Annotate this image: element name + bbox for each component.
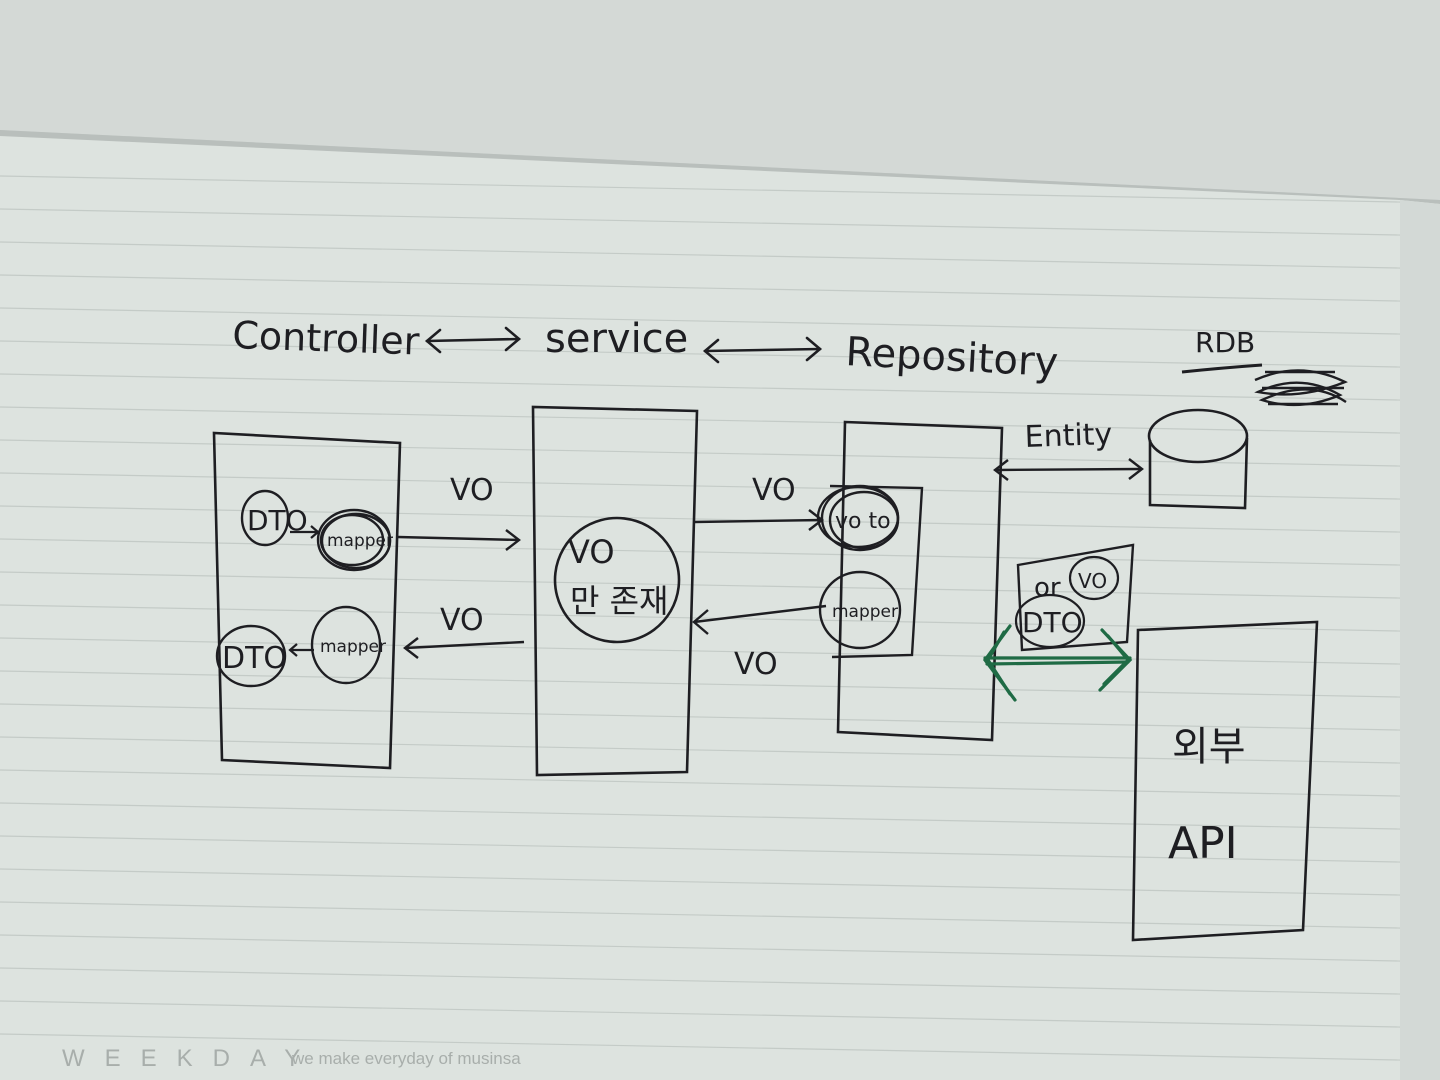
ruled-line (0, 274, 1401, 302)
scribble-mark (1254, 369, 1348, 407)
label-vo-service-to-repo: VO (752, 473, 796, 508)
ruled-line (0, 406, 1401, 434)
label-vo-repo-to-service: VO (734, 647, 778, 682)
arrow-repository-to-service (692, 604, 827, 635)
ruled-line (0, 967, 1401, 995)
service-box (531, 405, 699, 777)
ruled-line (0, 175, 1401, 203)
ruled-lines (0, 175, 1401, 1061)
ruled-line (0, 736, 1401, 764)
controller-mapper-bottom: mapper (320, 637, 386, 657)
ruled-line (0, 802, 1401, 830)
ruled-line (0, 439, 1401, 467)
repository-inner-box (829, 484, 924, 659)
header-rdb: RDB (1195, 326, 1255, 359)
ruled-line (0, 538, 1401, 566)
dto-circle-bottom (215, 624, 287, 688)
ruled-line (0, 934, 1401, 962)
adapter-dto-circle (1014, 593, 1086, 649)
header-controller: Controller (232, 313, 421, 364)
external-line1: 외부 (1172, 724, 1246, 770)
ruled-line (0, 769, 1401, 797)
notebook-page (0, 136, 1440, 1080)
ruled-line (0, 703, 1401, 731)
service-subtitle: 만 존재 (570, 582, 669, 620)
ruled-line (0, 208, 1401, 236)
repository-mapper-circle (818, 570, 902, 650)
dto-circle-top (240, 489, 290, 547)
repository-vo-to: vo to (835, 509, 891, 534)
arrow-entity (993, 458, 1144, 481)
adapter-dto: DTO (1022, 606, 1083, 639)
ruled-line (0, 835, 1401, 863)
adapter-or: or (1034, 573, 1061, 603)
rdb-underline (1181, 363, 1263, 374)
repository-mapper: mapper (832, 602, 898, 622)
ruled-line (0, 637, 1401, 665)
ruled-line (0, 901, 1401, 929)
arrow-controller-service (424, 326, 522, 354)
label-entity: Entity (1024, 417, 1113, 455)
ruled-line (0, 340, 1401, 368)
arrow-mapper-to-dto (288, 643, 314, 657)
controller-dto-bottom: DTO (222, 641, 287, 676)
ruled-line (0, 241, 1401, 269)
mapper-circle-top (316, 508, 392, 572)
arrow-controller-to-service (397, 529, 521, 551)
external-api-box (1131, 620, 1319, 942)
mapper-circle-bottom (310, 605, 382, 685)
arrow-service-repository (702, 336, 823, 364)
ruled-line (0, 670, 1401, 698)
ruled-line (0, 472, 1401, 500)
service-vo: VO (568, 533, 615, 571)
vo-to-circle (816, 484, 900, 552)
adapter-box (1016, 543, 1135, 652)
header-service: service (545, 316, 688, 362)
ruled-line (0, 373, 1401, 401)
arrow-external-green (983, 624, 1133, 702)
footer-tagline: we make everyday of musinsa (291, 1049, 521, 1068)
rdb-cylinder-icon (1147, 408, 1249, 510)
ruled-line (0, 1000, 1401, 1028)
ruled-line (0, 505, 1401, 533)
header-repository: Repository (844, 329, 1059, 386)
adapter-vo-circle (1068, 555, 1120, 601)
arrow-service-to-controller (403, 637, 525, 659)
ruled-line (0, 868, 1401, 896)
label-vo-ctrl-to-service: VO (450, 473, 494, 508)
repository-box (836, 420, 1004, 742)
external-line2: API (1168, 818, 1238, 869)
footer-brand: WEEKDAY (62, 1045, 320, 1072)
controller-box (212, 431, 402, 770)
ruled-line (0, 571, 1401, 599)
vo-oval (553, 516, 681, 644)
ruled-line (0, 307, 1401, 335)
adapter-vo: VO (1078, 569, 1107, 593)
ruled-line (0, 1033, 1401, 1061)
label-vo-service-to-ctrl: VO (440, 603, 484, 638)
controller-mapper-top: mapper (327, 531, 393, 551)
